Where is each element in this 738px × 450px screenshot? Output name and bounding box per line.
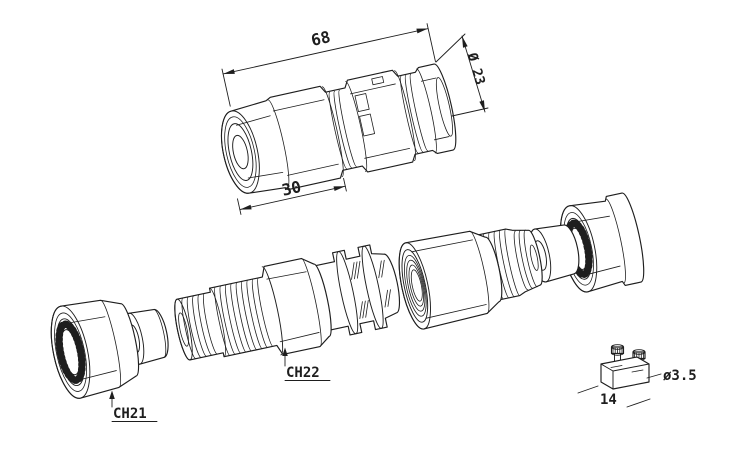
body-latch-slots [354,76,385,137]
dim-cap-nut-length-text: 30 [280,177,303,200]
label-ch21: CH21 [109,390,158,422]
dim-screw-hole-text: ø3.5 [663,368,697,384]
coupling-ring-part [398,230,503,330]
label-ch21-text: CH21 [113,406,147,422]
dim-diameter-text: Ø 23 [463,50,488,87]
drawing-root: 68 30 Ø 23 [44,23,697,422]
dim-block-length [577,385,651,408]
left-cap-nut-part [44,293,145,402]
terminal-block-detail: 14 ø3.5 [577,344,697,408]
dim-cap-nut-length [237,177,347,215]
body-section-lines [267,68,450,189]
gland-body-part [174,257,332,361]
label-ch22: CH22 [282,347,331,381]
dim-overall-length-text: 68 [309,27,332,50]
label-ch22-text: CH22 [286,365,320,381]
exploded-view: CH21 CH22 [44,192,645,422]
dim-block-length-text: 14 [600,392,617,408]
right-end-ring [435,77,453,137]
terminal-block-body [600,356,650,390]
dim-overall-length [221,23,436,107]
dim-diameter [435,33,489,117]
screw-window-hatch [351,259,391,319]
dim-screw-hole-leader [646,373,662,379]
body-thread-rings [328,73,428,169]
assembled-connector-view: 68 30 [220,23,457,215]
